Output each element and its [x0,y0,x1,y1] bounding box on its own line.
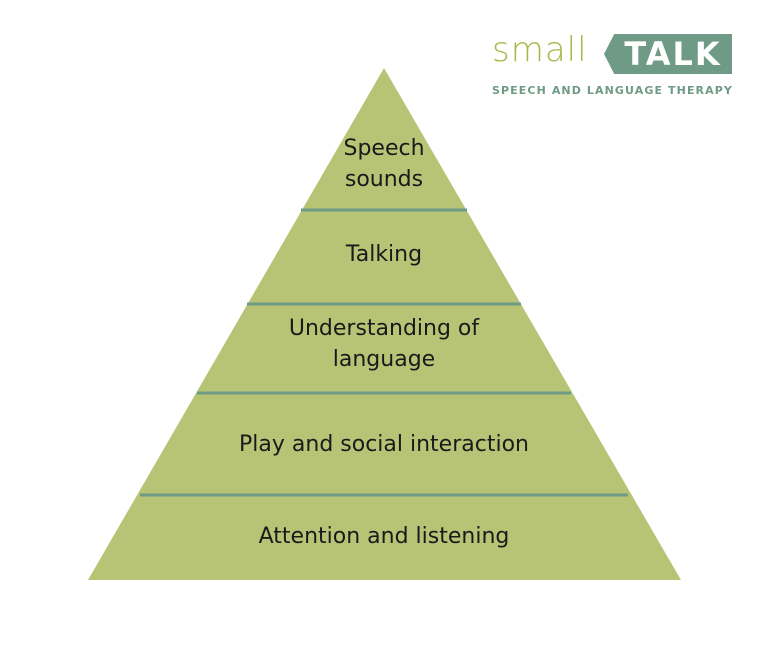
logo-tagline: SPEECH AND LANGUAGE THERAPY [492,84,733,97]
logo-talk-text: TALK [624,35,722,73]
level-play-line1: Play and social interaction [239,432,529,457]
level-talking-line1: Talking [345,242,423,267]
level-speech-sounds-line2: sounds [344,167,424,192]
level-play-and-social-interaction: Play and social interaction [239,429,529,460]
level-speech-sounds-line1: Speech [343,136,425,161]
pyramid-shape [88,68,681,580]
logo-talk-tag: TALK [604,34,732,74]
level-attention-line1: Attention and listening [258,524,510,549]
level-understanding-of-language: Understanding of language [289,313,479,375]
level-understanding-line1: Understanding of [288,316,480,341]
logo-small-text: small [492,30,588,70]
level-understanding-line2: language [332,347,436,372]
level-attention-and-listening: Attention and listening [259,521,510,552]
level-talking: Talking [346,239,422,270]
smalltalk-logo: small TALK SPEECH AND LANGUAGE THERAPY [492,30,742,104]
level-speech-sounds: Speech sounds [343,133,424,195]
